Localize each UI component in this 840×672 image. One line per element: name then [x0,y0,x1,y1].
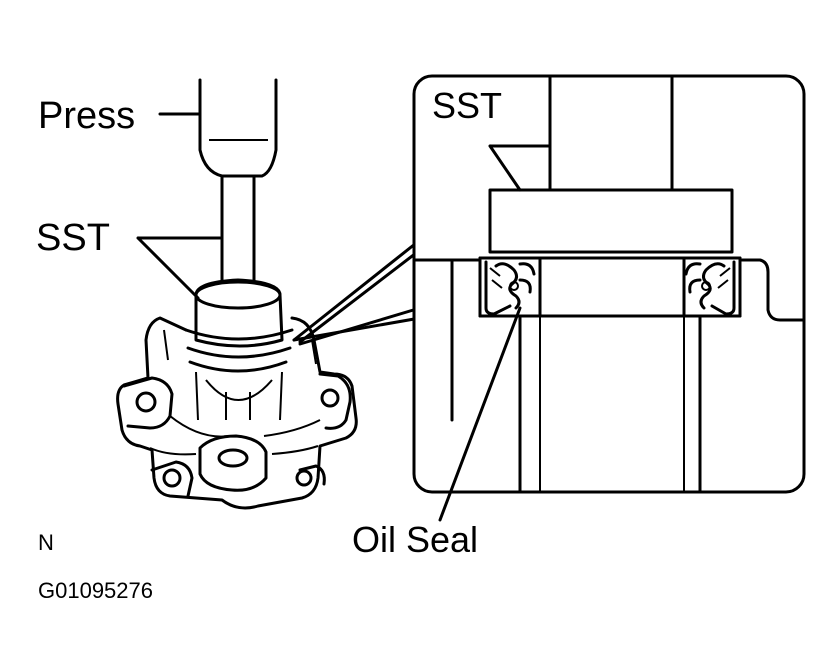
detail-inset [412,74,806,522]
press-ram [198,78,278,292]
view-code: N [38,530,54,555]
oil-seal-left-section [478,256,542,318]
sst-inset-label: SST [432,85,502,126]
pump-body [116,316,358,510]
press-label: Press [38,95,135,137]
pump-assembly [116,78,358,510]
figure-id: G01095276 [38,578,153,603]
sst-left-leader [136,236,222,300]
oil-seal-label: Oil Seal [352,519,478,560]
sst-tool [184,278,294,373]
oil-seal-right-section [682,256,742,318]
sst-label: SST [36,217,110,259]
callout-wedge [292,238,422,346]
